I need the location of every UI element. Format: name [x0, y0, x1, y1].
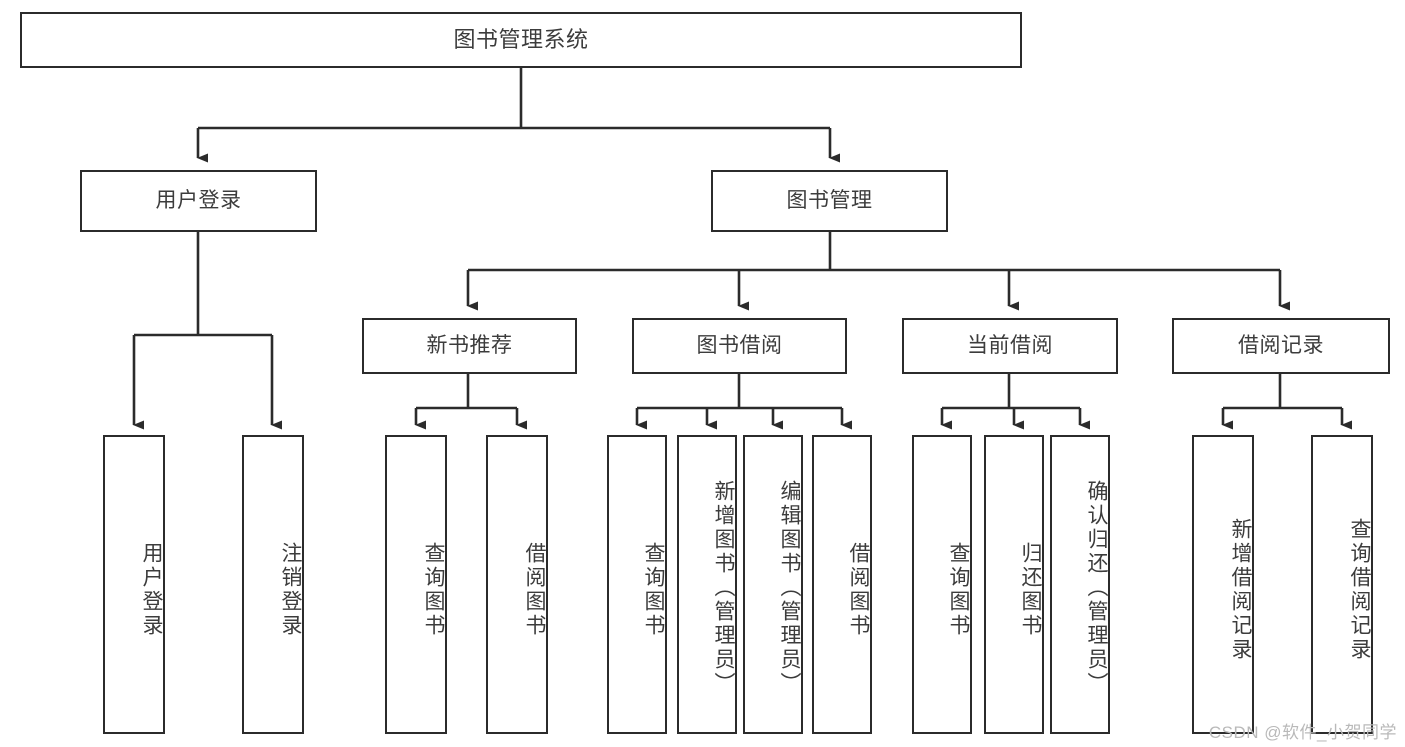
node-book-manage[interactable]: 图书管理: [711, 170, 948, 232]
node-leaf-add-book[interactable]: 新增图书（管理员）: [677, 435, 737, 734]
node-user-login[interactable]: 用户登录: [80, 170, 317, 232]
node-leaf-user-login[interactable]: 用户登录: [103, 435, 165, 734]
node-leaf-logout[interactable]: 注销登录: [242, 435, 304, 734]
csdn-watermark: CSDN @软件_小贺同学: [1208, 723, 1397, 742]
node-leaf-query-book-1[interactable]: 查询图书: [385, 435, 447, 734]
node-leaf-query-book-3[interactable]: 查询图书: [912, 435, 972, 734]
node-leaf-add-record[interactable]: 新增借阅记录: [1192, 435, 1254, 734]
node-root-system[interactable]: 图书管理系统: [20, 12, 1022, 68]
node-borrowing-record[interactable]: 借阅记录: [1172, 318, 1390, 374]
node-book-borrowing[interactable]: 图书借阅: [632, 318, 847, 374]
node-leaf-borrow-book-1[interactable]: 借阅图书: [486, 435, 548, 734]
node-leaf-query-book-2[interactable]: 查询图书: [607, 435, 667, 734]
node-leaf-borrow-book-2[interactable]: 借阅图书: [812, 435, 872, 734]
node-leaf-query-record[interactable]: 查询借阅记录: [1311, 435, 1373, 734]
node-current-borrowing[interactable]: 当前借阅: [902, 318, 1118, 374]
node-leaf-confirm-return[interactable]: 确认归还（管理员）: [1050, 435, 1110, 734]
node-new-book-recommendation[interactable]: 新书推荐: [362, 318, 577, 374]
node-leaf-edit-book[interactable]: 编辑图书（管理员）: [743, 435, 803, 734]
node-leaf-return-book[interactable]: 归还图书: [984, 435, 1044, 734]
